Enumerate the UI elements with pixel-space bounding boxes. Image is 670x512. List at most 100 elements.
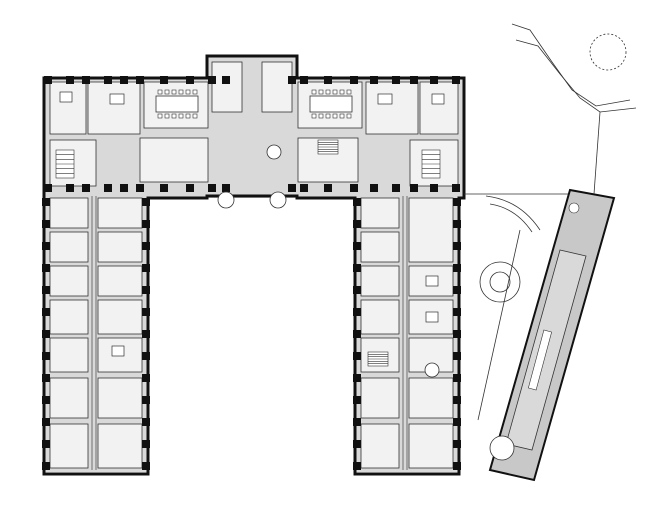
wall-pier (353, 286, 361, 294)
desk-clusters (59, 91, 445, 357)
conference-table-icon (155, 95, 199, 113)
room-e-8 (408, 197, 454, 263)
wall-pier (66, 76, 74, 84)
boundary-line (477, 229, 521, 421)
chair-icon (318, 89, 324, 95)
chair-icon (332, 89, 338, 95)
wall-pier (453, 330, 461, 338)
wall-pier (44, 184, 52, 192)
room-w-10 (97, 265, 143, 297)
exterior-line (593, 111, 601, 195)
wall-pier (42, 374, 50, 382)
wall-pier (186, 76, 194, 84)
wall-pier (350, 184, 358, 192)
flower-icon (568, 202, 580, 214)
wall-pier (82, 184, 90, 192)
wall-pier (353, 352, 361, 360)
wall-pier (370, 184, 378, 192)
spiral-stair-icon (217, 191, 235, 209)
chair-icon (339, 89, 345, 95)
room-e-13 (408, 423, 454, 469)
room-e-4 (360, 299, 400, 335)
chair-icon (164, 89, 170, 95)
room-w-9 (97, 231, 143, 263)
annex-spiral-stair-icon (489, 435, 515, 461)
wall-pier (288, 76, 296, 84)
room-w-13 (97, 377, 143, 419)
circular-fountain-icon (479, 261, 521, 303)
wall-pier (42, 264, 50, 272)
wall-pier (453, 242, 461, 250)
wall-pier (452, 184, 460, 192)
spiral-stair-icon (269, 191, 287, 209)
room-w-1 (49, 197, 89, 229)
exterior-stair-ramp (511, 23, 631, 107)
wall-pier (42, 286, 50, 294)
wall-pier (453, 440, 461, 448)
wall-pier (430, 184, 438, 192)
chair-icon (311, 113, 317, 119)
wall-pier (300, 76, 308, 84)
wall-pier (42, 242, 50, 250)
chair-icon (185, 113, 191, 119)
wall-pier (160, 76, 168, 84)
annex-stair-icon (528, 329, 552, 391)
entrance-hall-west (211, 61, 243, 113)
chairs (157, 89, 352, 119)
desk-cluster-icon (425, 275, 439, 287)
room-ne-1 (419, 81, 459, 135)
wall-pier (142, 308, 150, 316)
wall-pier (42, 418, 50, 426)
wall-pier (353, 374, 361, 382)
exterior-path (511, 23, 637, 195)
wall-pier (353, 242, 361, 250)
wall-pier (222, 76, 230, 84)
wall-pier (353, 330, 361, 338)
wall-pier (42, 220, 50, 228)
desk-cluster-icon (109, 93, 125, 105)
wall-pier (82, 76, 90, 84)
chair-icon (346, 89, 352, 95)
wall-pier (136, 76, 144, 84)
wall-pier (42, 330, 50, 338)
chair-icon (192, 113, 198, 119)
wall-pier (142, 396, 150, 404)
wall-pier (142, 352, 150, 360)
wall-pier (453, 286, 461, 294)
wall-pier (353, 440, 361, 448)
room-w-3 (49, 265, 89, 297)
desk-cluster-icon (377, 93, 393, 105)
chair-icon (157, 113, 163, 119)
room-w-14 (97, 423, 143, 469)
room-w-7 (49, 423, 89, 469)
chair-icon (346, 113, 352, 119)
wall-pier (453, 220, 461, 228)
wall-pier (353, 418, 361, 426)
chair-icon (192, 89, 198, 95)
wall-pier (324, 76, 332, 84)
wall-pier (44, 76, 52, 84)
wall-pier (370, 76, 378, 84)
room-ne-2 (365, 81, 419, 135)
wall-pier (42, 198, 50, 206)
conference-table-east (309, 95, 353, 113)
hall-nw (139, 137, 209, 183)
wall-pier (288, 184, 296, 192)
wall-pier (142, 418, 150, 426)
chair-icon (339, 113, 345, 119)
chair-icon (157, 89, 163, 95)
wall-pier (42, 352, 50, 360)
wall-pier (453, 264, 461, 272)
chair-icon (325, 89, 331, 95)
room-w-4 (49, 299, 89, 335)
annex-building (488, 188, 616, 482)
chair-icon (178, 113, 184, 119)
room-w-6 (49, 377, 89, 419)
chair-icon (171, 89, 177, 95)
chair-icon (311, 89, 317, 95)
rooms (49, 61, 459, 469)
chair-icon (185, 89, 191, 95)
chair-icon (318, 113, 324, 119)
wall-pier (350, 76, 358, 84)
